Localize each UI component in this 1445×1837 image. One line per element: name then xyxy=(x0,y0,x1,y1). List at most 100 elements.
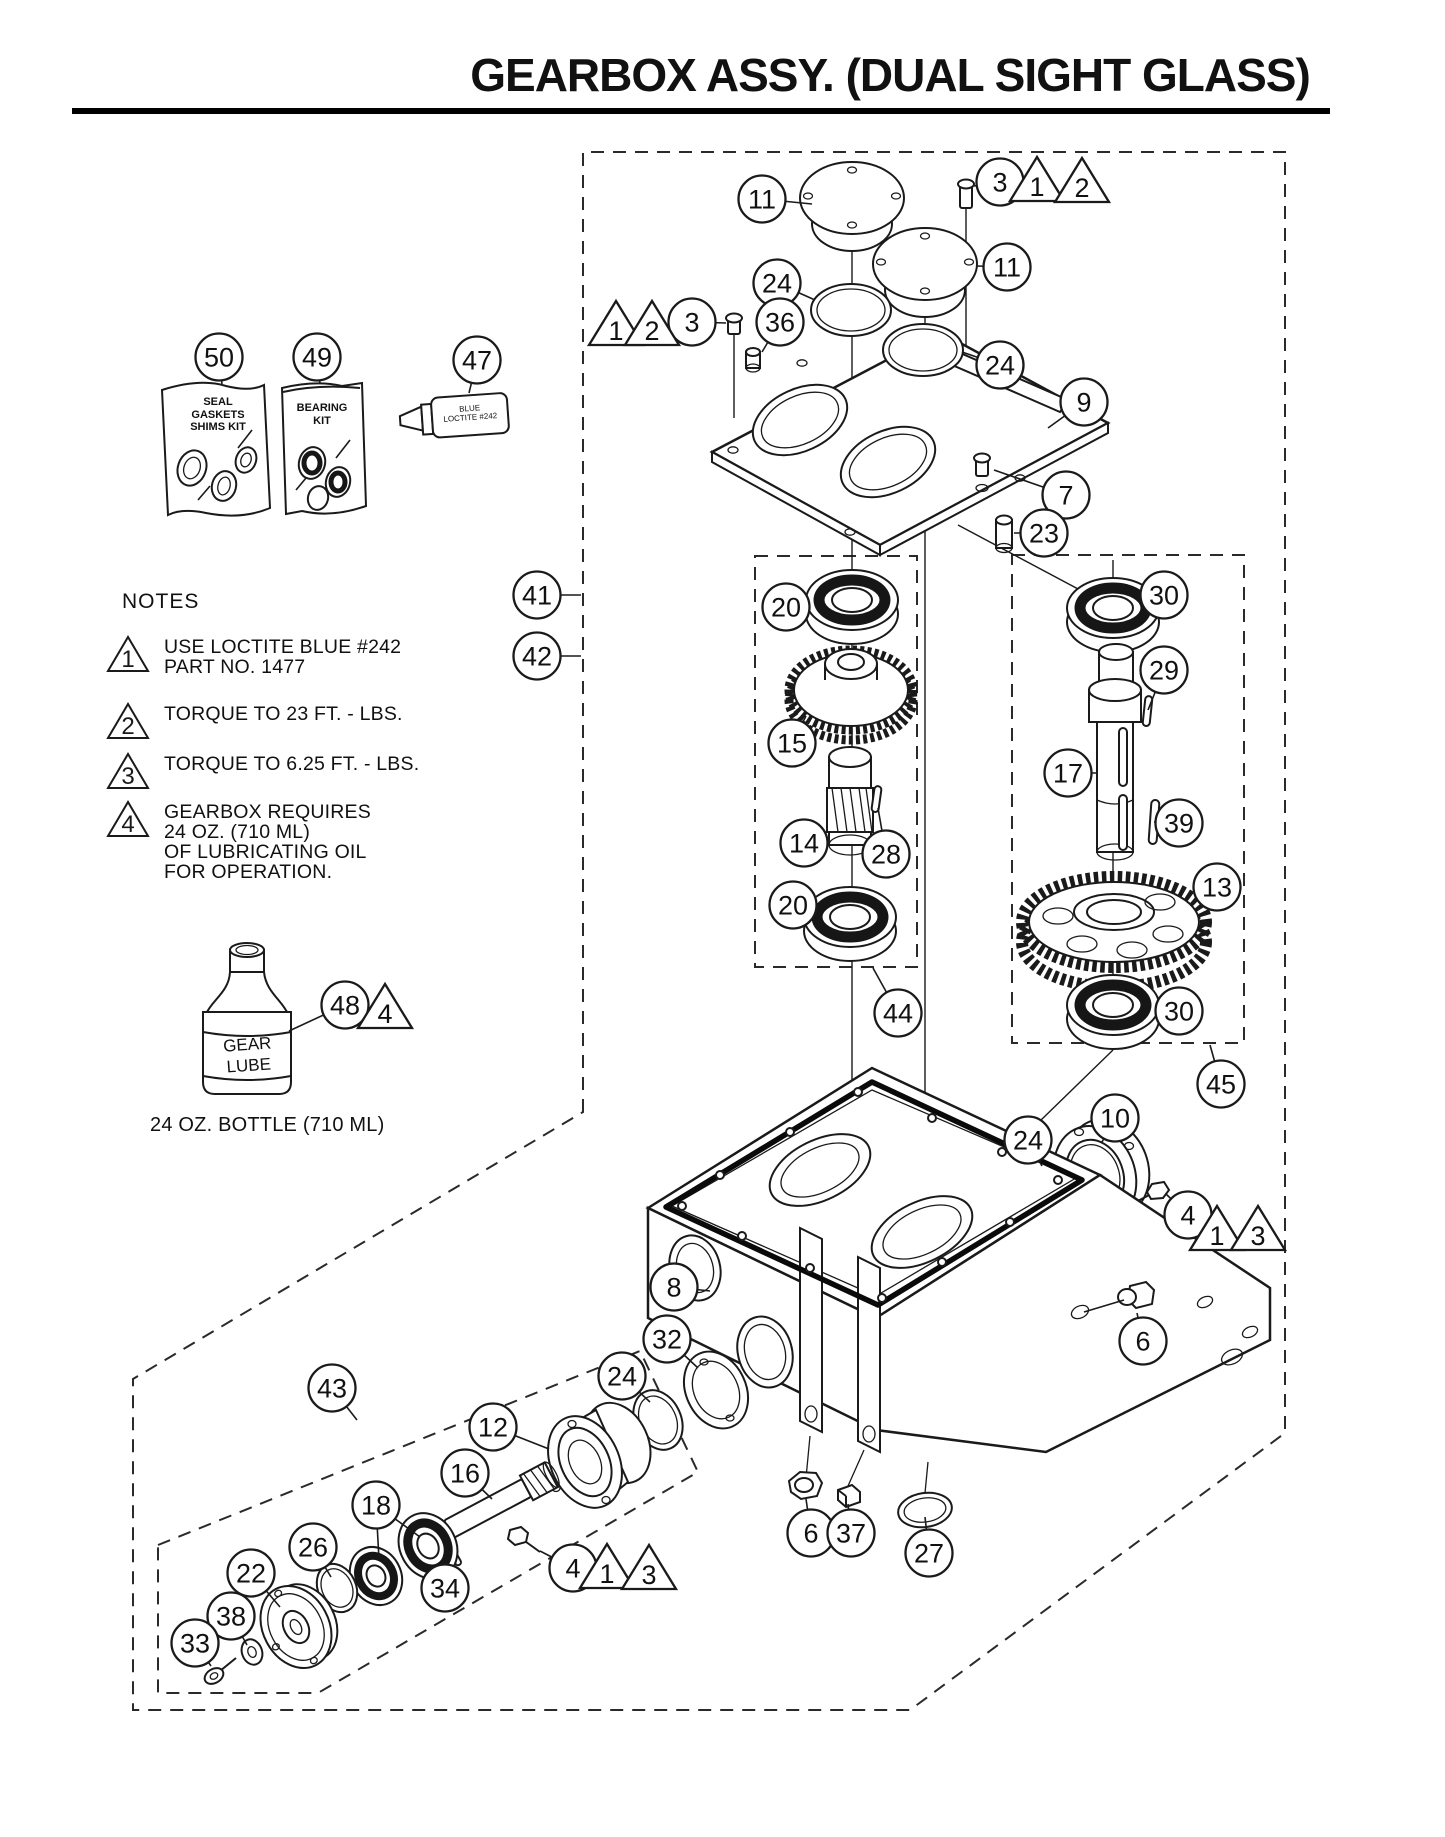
svg-text:15: 15 xyxy=(777,729,807,759)
note-flag-triangle-icon: 4 xyxy=(106,800,150,838)
callout-16: 16 xyxy=(440,1448,493,1500)
input-boss-ring xyxy=(682,1350,750,1430)
sight-glass-cover-left xyxy=(799,161,905,252)
cover-bolt-left xyxy=(725,312,743,418)
input-shaft-group-boundary xyxy=(157,1349,700,1694)
bottle-caption: 24 OZ. BOTTLE (710 ML) xyxy=(150,1114,385,1136)
callout-24: 24 xyxy=(752,258,816,308)
callout-17: 17 xyxy=(1043,748,1097,798)
callout-44: 44 xyxy=(872,967,923,1038)
svg-text:24: 24 xyxy=(762,269,792,299)
callout-30: 30 xyxy=(1139,570,1189,620)
pinion-key xyxy=(870,785,883,813)
square-plug xyxy=(837,1449,865,1509)
svg-text:18: 18 xyxy=(361,1491,391,1521)
callout-11: 11 xyxy=(976,242,1032,292)
callout-9: 9 xyxy=(1047,377,1109,429)
svg-text:12: 12 xyxy=(478,1413,508,1443)
callout-41: 41 xyxy=(512,570,581,620)
input-bearing-a xyxy=(397,1512,459,1580)
svg-text:3: 3 xyxy=(1250,1221,1265,1251)
svg-text:3: 3 xyxy=(684,308,699,338)
svg-text:11: 11 xyxy=(748,185,776,215)
callout-23: 23 xyxy=(1014,508,1069,558)
note-flag-triangle-icon: 2 xyxy=(106,702,150,740)
svg-text:32: 32 xyxy=(652,1325,682,1355)
svg-text:2: 2 xyxy=(1074,173,1089,203)
svg-text:1: 1 xyxy=(1209,1221,1224,1251)
page-title: GEARBOX ASSY. (DUAL SIGHT GLASS) xyxy=(470,49,1311,101)
svg-text:23: 23 xyxy=(1029,519,1059,549)
flange-bolt-right xyxy=(1129,1180,1171,1206)
callout-24: 24 xyxy=(1003,1115,1053,1167)
note-flag-triangle-icon: 1 xyxy=(106,635,150,673)
callout-24: 24 xyxy=(597,1351,651,1403)
callout-50: 50 xyxy=(194,332,244,385)
callout-42: 42 xyxy=(512,631,581,681)
flag-triangle-2: 2 xyxy=(1052,155,1112,204)
bearing-kit-bag xyxy=(280,381,368,516)
sight-glass-cover-right xyxy=(872,227,978,318)
callout-49: 49 xyxy=(292,332,342,385)
housing-gasket xyxy=(663,1079,1085,1308)
side-plug xyxy=(1083,1280,1156,1313)
callout-4: 4 xyxy=(1163,1190,1213,1240)
input-bearing-b xyxy=(348,1546,404,1606)
svg-text:10: 10 xyxy=(1100,1104,1130,1134)
svg-text:2: 2 xyxy=(644,316,659,346)
note-text: TORQUE TO 23 FT. - LBS. xyxy=(164,703,403,725)
input-flange xyxy=(547,1401,652,1509)
flag-triangle-4: 4 xyxy=(355,981,415,1030)
callout-45: 45 xyxy=(1196,1044,1246,1109)
cover-oring-right xyxy=(882,323,964,377)
svg-text:1: 1 xyxy=(608,316,623,346)
svg-text:41: 41 xyxy=(522,581,552,611)
flag-triangle-1: 1 xyxy=(577,1541,637,1590)
svg-text:20: 20 xyxy=(771,593,801,623)
callout-27: 27 xyxy=(904,1516,954,1578)
spacer-sleeve xyxy=(995,514,1013,554)
svg-text:11: 11 xyxy=(993,253,1021,283)
callout-28: 28 xyxy=(861,807,911,879)
callout-8: 8 xyxy=(649,1262,711,1312)
callout-48: 48 xyxy=(288,980,370,1032)
callout-34: 34 xyxy=(420,1563,470,1613)
callout-13: 13 xyxy=(1192,862,1242,912)
svg-text:48: 48 xyxy=(330,991,360,1021)
svg-text:34: 34 xyxy=(430,1574,460,1604)
flag-triangle-1: 1 xyxy=(1187,1203,1247,1252)
plate-bolt xyxy=(973,452,991,493)
cover-bolt-right xyxy=(957,178,975,209)
svg-text:7: 7 xyxy=(1058,481,1073,511)
callout-30: 30 xyxy=(1154,986,1204,1036)
gear-lube-bottle xyxy=(202,942,292,1095)
svg-text:20: 20 xyxy=(778,891,808,921)
svg-text:22: 22 xyxy=(236,1559,266,1589)
output-shaft xyxy=(1088,643,1142,861)
svg-text:6: 6 xyxy=(1135,1327,1150,1357)
drain-oring xyxy=(897,1461,953,1529)
svg-text:8: 8 xyxy=(666,1273,681,1303)
svg-text:16: 16 xyxy=(450,1459,480,1489)
callout-14: 14 xyxy=(779,818,829,868)
input-washer xyxy=(240,1638,264,1666)
svg-text:24: 24 xyxy=(607,1362,637,1392)
svg-text:4: 4 xyxy=(565,1554,580,1584)
svg-text:30: 30 xyxy=(1164,997,1194,1027)
callout-47: 47 xyxy=(452,335,502,394)
output-bearing-lower xyxy=(1066,974,1160,1050)
svg-text:14: 14 xyxy=(789,829,819,859)
input-end-cover xyxy=(259,1583,339,1670)
callout-22: 22 xyxy=(226,1548,281,1608)
flag-triangle-2: 2 xyxy=(622,298,682,347)
svg-text:29: 29 xyxy=(1149,656,1179,686)
svg-text:3: 3 xyxy=(121,763,134,790)
svg-text:1: 1 xyxy=(599,1559,614,1589)
callout-33: 33 xyxy=(170,1618,220,1668)
